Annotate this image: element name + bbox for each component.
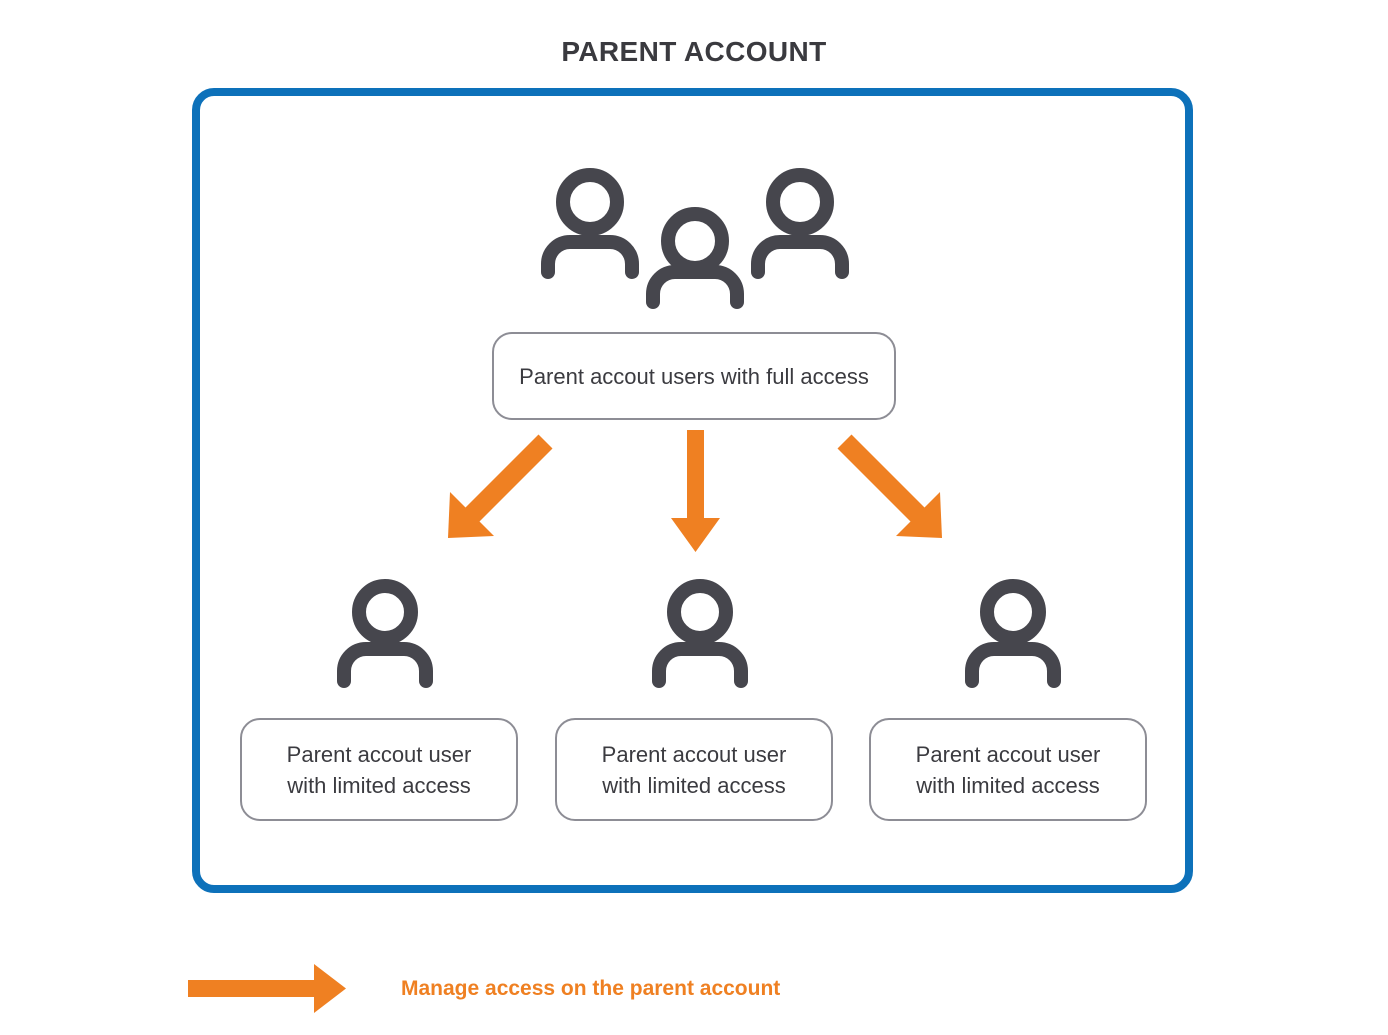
person-icon <box>640 576 760 688</box>
connector-arrows <box>430 430 960 555</box>
three-people-icon <box>536 162 854 312</box>
limited-access-label-text: Parent accout user with limited access <box>286 741 472 798</box>
legend: Manage access on the parent account <box>186 962 886 1016</box>
arrow-to-child-1 <box>448 434 553 538</box>
person-icon <box>325 576 445 688</box>
limited-access-label-box: Parent accout user with limited access <box>555 718 833 821</box>
arrow-to-child-2 <box>671 430 720 552</box>
limited-access-label-text: Parent accout user with limited access <box>601 741 787 798</box>
limited-access-label-text: Parent accout user with limited access <box>915 741 1101 798</box>
limited-access-label-box: Parent accout user with limited access <box>869 718 1147 821</box>
limited-access-label-box: Parent accout user with limited access <box>240 718 518 821</box>
legend-label: Manage access on the parent account <box>401 977 781 1000</box>
arrow-to-child-3 <box>837 434 942 538</box>
page-title: PARENT ACCOUNT <box>561 36 827 67</box>
right-arrow-icon <box>186 962 348 1016</box>
full-access-label-text: Parent accout users with full access <box>519 363 869 389</box>
person-icon <box>953 576 1073 688</box>
full-access-label-box: Parent accout users with full access <box>492 332 896 420</box>
